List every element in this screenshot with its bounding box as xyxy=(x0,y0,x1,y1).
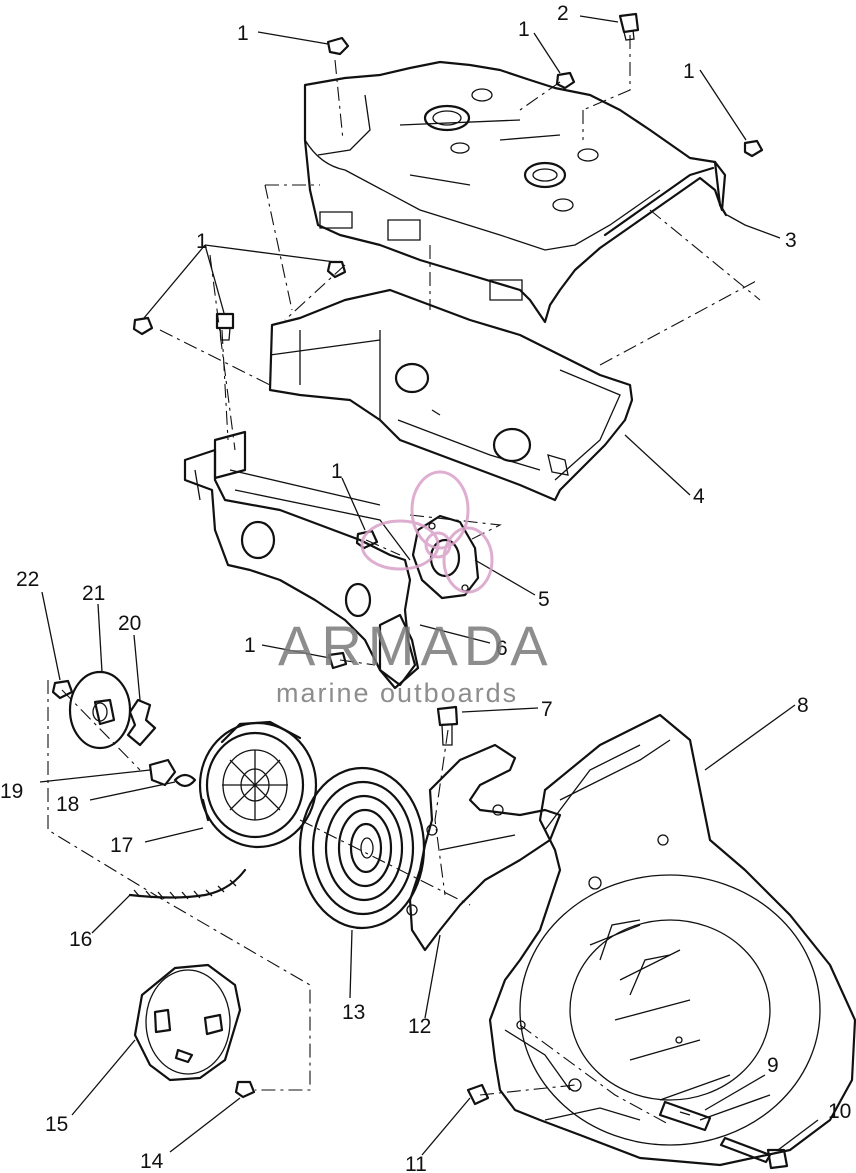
callout-15: 15 xyxy=(45,1113,68,1136)
fan-shroud xyxy=(488,713,856,1167)
callout-13: 13 xyxy=(342,1001,365,1024)
callout-19: 19 xyxy=(0,780,23,803)
callout-1: 1 xyxy=(331,460,343,483)
assembly-guide-lines xyxy=(47,35,761,1126)
callout-20: 20 xyxy=(118,612,141,635)
callout-6: 6 xyxy=(496,637,508,660)
lower-bracket xyxy=(183,288,634,690)
callout-14: 14 xyxy=(140,1150,164,1173)
callout-18: 18 xyxy=(56,793,79,816)
callout-16: 16 xyxy=(69,928,92,951)
recoil-starter-parts xyxy=(51,670,426,1099)
leader-lines xyxy=(39,15,819,1156)
callout-12: 12 xyxy=(408,1015,431,1038)
callout-3: 3 xyxy=(785,229,797,252)
callout-5: 5 xyxy=(538,588,550,611)
callout-4: 4 xyxy=(693,485,705,508)
callout-7: 7 xyxy=(541,698,553,721)
watermark-logo-icon xyxy=(360,470,494,594)
callout-1: 1 xyxy=(683,60,695,83)
screws xyxy=(132,12,764,746)
watermark: ARMADA marine outboards xyxy=(276,470,554,708)
callout-2: 2 xyxy=(557,2,569,25)
callout-1: 1 xyxy=(196,230,208,253)
callout-10: 10 xyxy=(828,1100,851,1123)
callout-1: 1 xyxy=(244,634,256,657)
callout-11: 11 xyxy=(405,1153,427,1173)
callout-22: 22 xyxy=(16,568,39,591)
callout-1: 1 xyxy=(237,22,249,45)
watermark-brand: ARMADA xyxy=(278,614,554,677)
hardware-lower-right xyxy=(466,1083,789,1170)
callout-9: 9 xyxy=(767,1054,779,1077)
callout-21: 21 xyxy=(82,582,105,605)
watermark-tagline: marine outboards xyxy=(276,678,518,708)
callout-8: 8 xyxy=(797,694,809,717)
callout-1: 1 xyxy=(518,18,530,41)
callout-17: 17 xyxy=(110,834,133,857)
top-cover-plate xyxy=(303,60,728,324)
starter-bracket xyxy=(406,743,562,952)
